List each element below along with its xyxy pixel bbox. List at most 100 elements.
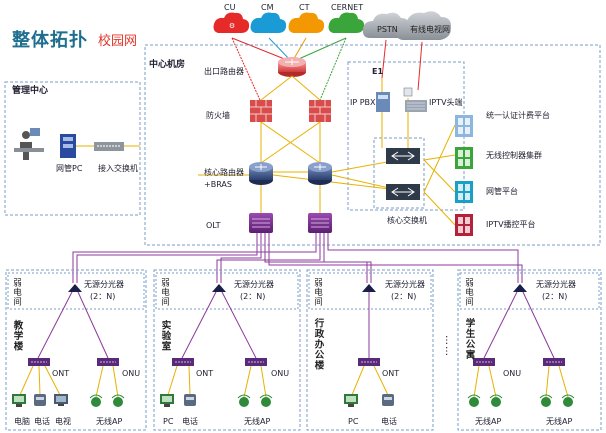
lab-onu-label: ONU <box>271 369 290 378</box>
admin-splitter-label-2: (2：N) <box>391 292 417 301</box>
core-switch-boundary <box>373 137 425 209</box>
teaching-ont-icon <box>28 358 50 366</box>
pstn-label: PSTN <box>377 25 398 34</box>
pstn-link <box>381 39 387 79</box>
admin-building-name: 行政办公楼 <box>312 318 324 371</box>
lab-building-boundary <box>153 269 301 431</box>
lab-building-name: 实验室 <box>159 320 171 352</box>
teaching-building-name: 教学楼 <box>11 320 23 352</box>
dorm-closet-boundary <box>459 272 600 310</box>
iptv-head-icon <box>403 87 427 112</box>
olt-label: OLT <box>206 221 221 230</box>
teaching-closet-label: 弱电间 <box>11 278 22 307</box>
firewall-left-icon <box>250 100 272 122</box>
dorm-ap-icons-2 <box>539 394 575 407</box>
teaching-device-2: 电话 <box>34 417 50 426</box>
dorm-splitter-icon <box>513 284 527 292</box>
teaching-closet-boundary <box>7 272 145 310</box>
lab-ap-label: 无线AP <box>244 417 271 426</box>
admin-building-boundary <box>306 269 434 431</box>
page-title: 整体拓扑 <box>12 30 88 51</box>
teaching-splitter-icon <box>68 284 82 292</box>
lab-splitter-label-1: 无源分光器 <box>234 280 274 289</box>
isp-ct-cloud <box>288 12 325 33</box>
isp-ct-label: CT <box>299 3 310 12</box>
lab-ont-label: ONT <box>196 369 214 378</box>
dorm-building-name: 学生公寓 <box>463 318 475 360</box>
dorm-onu-icon <box>543 358 565 366</box>
lab-closet-boundary <box>155 272 299 310</box>
teaching-ap-label: 无线AP <box>96 417 123 426</box>
admin-ont-label: ONT <box>382 369 400 378</box>
platform-auth-label: 统一认证计费平台 <box>486 111 550 120</box>
core-switch-label: 核心交换机 <box>387 216 427 225</box>
dorm-closet-label: 弱电间 <box>463 278 474 307</box>
teaching-phone-icon <box>34 394 46 406</box>
ip-pbx-icon <box>376 92 390 112</box>
teaching-onu-icon <box>97 358 119 366</box>
admin-closet-label: 弱电间 <box>312 278 323 307</box>
platform-wlc-label: 无线控制器集群 <box>486 151 542 160</box>
platform-iptv-label: IPTV播控平台 <box>486 220 536 229</box>
firewall-right-icon <box>309 100 331 122</box>
admin-phone-icon <box>382 394 394 406</box>
management-boundary <box>4 81 141 216</box>
olt-left-icon <box>249 213 273 233</box>
iptv-control-platform-icon <box>455 214 473 236</box>
core-router-left-icon <box>249 162 273 185</box>
lab-splitter-label-2: (2：N) <box>240 292 266 301</box>
isp-cm-cloud <box>250 12 287 33</box>
teaching-splitter-label-1: 无源分光器 <box>84 280 124 289</box>
core-router-right-icon <box>308 162 332 185</box>
iptv-head-label: IPTV头端 <box>429 98 463 107</box>
olt-right-icon <box>308 213 332 233</box>
dorm-ap-icons-1 <box>467 394 503 407</box>
ip-pbx-label: IP PBX <box>350 98 376 107</box>
e1-label: E1 <box>372 67 384 76</box>
admin-closet-boundary <box>308 272 432 310</box>
isp-uplinks <box>231 37 347 101</box>
core-room-title: 中心机房 <box>149 60 186 70</box>
teaching-tv-icon <box>54 394 68 406</box>
egress-router-label: 出口路由器 <box>204 67 244 76</box>
isp-cernet-cloud <box>328 12 365 33</box>
splitter-downlinks <box>37 291 555 359</box>
admin-splitter-icon <box>362 284 376 292</box>
lab-device-1: PC <box>163 417 174 426</box>
wireless-controller-cluster-icon <box>455 147 473 169</box>
core-room-boundary <box>144 44 601 246</box>
isp-cernet-label: CERNET <box>331 3 364 12</box>
egress-router-icon <box>278 57 306 77</box>
auth-billing-platform-icon <box>455 115 473 137</box>
management-title: 管理中心 <box>12 86 49 96</box>
lab-onu-icon <box>245 358 267 366</box>
dorm-ap-label-2: 无线AP <box>546 417 573 426</box>
admin-splitter-label-1: 无源分光器 <box>385 280 425 289</box>
lab-splitter-icon <box>212 284 226 292</box>
dorm-splitter-label-2: (2：N) <box>542 292 568 301</box>
platform-nms-label: 网管平台 <box>486 187 518 196</box>
more-buildings-ellipsis: …… <box>443 335 454 357</box>
core-switch-top-icon <box>386 148 420 164</box>
lab-phone-icon <box>184 394 196 406</box>
isp-cu-label: CU <box>224 3 236 12</box>
dorm-ont-icon <box>473 358 495 366</box>
dorm-splitter-label-1: 无源分光器 <box>536 280 576 289</box>
isp-cm-label: CM <box>261 3 274 12</box>
lab-closet-label: 弱电间 <box>159 278 170 307</box>
admin-device-1: PC <box>348 417 359 426</box>
teaching-splitter-label-2: (2：N) <box>90 292 116 301</box>
mgmt-access-switch-icon <box>94 142 124 151</box>
teaching-onu-label: ONU <box>122 369 141 378</box>
core-router-label-1: 核心路由器 <box>204 168 244 177</box>
core-switch-bottom-icon <box>386 184 420 200</box>
cable-tv-label: 有线电视网 <box>410 25 450 34</box>
admin-pc-icon <box>344 394 358 407</box>
admin-device-2: 电话 <box>381 417 397 426</box>
dorm-ap-label-1: 无线AP <box>475 417 502 426</box>
admin-person-icon <box>14 128 44 160</box>
nms-platform-icon <box>455 181 473 203</box>
dorm-onu-label: ONU <box>503 369 522 378</box>
teaching-device-1: 电脑 <box>14 417 30 426</box>
